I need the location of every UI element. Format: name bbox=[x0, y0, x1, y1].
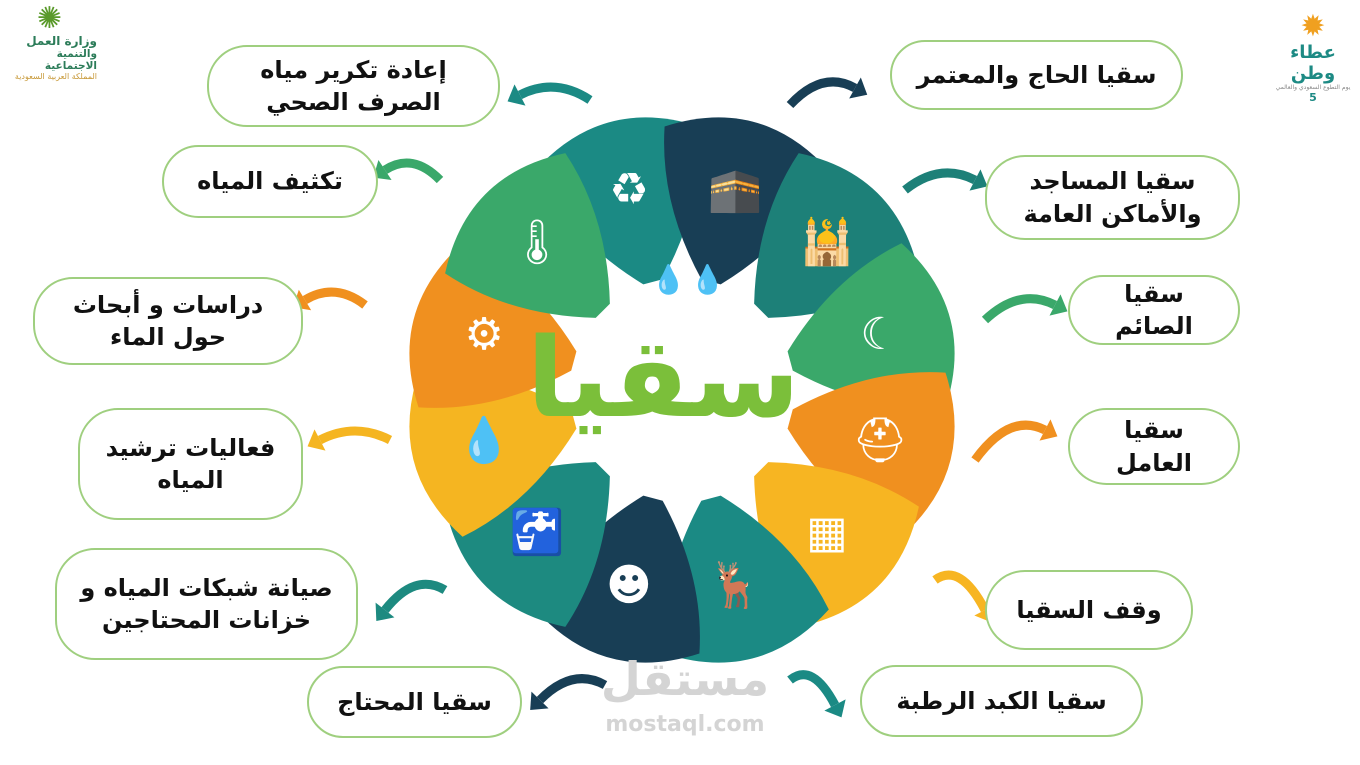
label-box: سقيا المحتاج bbox=[307, 666, 522, 738]
worker-icon: ⛑ bbox=[852, 415, 908, 467]
arrowhead-icon bbox=[824, 699, 846, 718]
label-line: وقف السقيا bbox=[1016, 595, 1162, 624]
needy-person-icon: ☻ bbox=[606, 560, 652, 611]
arrowhead-icon bbox=[373, 159, 392, 181]
petal bbox=[787, 243, 955, 408]
arrow-icon bbox=[317, 426, 393, 445]
arrow-icon bbox=[381, 579, 448, 613]
ataa-watan-subtitle: يوم التطوع السعودي والعالمي bbox=[1275, 84, 1351, 91]
label-line: سقيا المحتاج bbox=[337, 687, 492, 716]
label-line: سقيا الكبد الرطبة bbox=[896, 686, 1107, 715]
arrow-icon bbox=[932, 570, 989, 613]
arrow-icon bbox=[902, 168, 978, 194]
petal bbox=[664, 495, 829, 663]
label-line: صيانة شبكات المياه و bbox=[80, 573, 333, 602]
label-box: سقيا الكبد الرطبة bbox=[860, 665, 1143, 737]
label-line: الصرف الصحي bbox=[266, 88, 441, 116]
ministry-name-line1: وزارة العمل bbox=[26, 34, 97, 48]
arrowhead-icon bbox=[530, 691, 549, 710]
label-box: سقيا العامل bbox=[1068, 408, 1240, 485]
arrowhead-icon bbox=[1049, 294, 1068, 316]
petal bbox=[535, 117, 700, 285]
building-icon: ▦ bbox=[806, 506, 848, 558]
label-line: سقيا الحاج والمعتمر bbox=[916, 60, 1157, 89]
ataa-watan-logo: ✹ عطاء وطن يوم التطوع السعودي والعالمي 5 bbox=[1268, 9, 1358, 105]
label-box: سقيا المساجد والأماكن العامة bbox=[985, 155, 1240, 240]
petal bbox=[664, 117, 829, 285]
label-box: سقيا الحاج والمعتمر bbox=[890, 40, 1183, 110]
ataa-watan-title: عطاء وطن bbox=[1290, 42, 1336, 84]
label-box: صيانة شبكات المياه و خزانات المحتاجين bbox=[55, 548, 358, 660]
water-drops-icon: 💧 bbox=[456, 415, 512, 467]
label-line: حول الماء bbox=[109, 323, 227, 351]
label-line: سقيا المساجد bbox=[1029, 167, 1196, 196]
label-box: وقف السقيا bbox=[985, 570, 1193, 650]
label-line: تكثيف المياه bbox=[197, 167, 343, 196]
iftar-lantern-icon: ☾ bbox=[860, 308, 900, 360]
label-box: سقيا الصائم bbox=[1068, 275, 1240, 345]
ministry-country: المملكة العربية السعودية bbox=[14, 72, 97, 81]
label-box: فعاليات ترشيد المياه bbox=[78, 408, 303, 520]
label-line: فعاليات ترشيد bbox=[105, 433, 276, 462]
petal bbox=[409, 372, 577, 537]
arrow-icon bbox=[382, 158, 444, 184]
research-document-icon: ⚙ bbox=[464, 308, 504, 360]
petal bbox=[535, 495, 700, 663]
label-box: تكثيف المياه bbox=[162, 145, 378, 218]
label-line: سقيا العامل bbox=[1115, 416, 1193, 477]
label-line: المياه bbox=[157, 466, 224, 494]
arrow-icon bbox=[536, 674, 608, 704]
arrowhead-icon bbox=[849, 77, 868, 99]
label-line: سقيا الصائم bbox=[1115, 279, 1193, 340]
ministry-logo: ✺ وزارة العمل والتنمية الاجتماعية المملك… bbox=[2, 1, 97, 82]
label-line: إعادة تكرير مياه bbox=[260, 55, 447, 84]
ministry-name-line2: والتنمية الاجتماعية bbox=[44, 48, 97, 72]
palm-icon: ✺ bbox=[36, 1, 63, 36]
arrowhead-icon bbox=[307, 429, 326, 451]
label-line: دراسات و أبحاث bbox=[72, 290, 264, 319]
center-title-text: سقيا bbox=[526, 314, 800, 443]
arrowhead-icon bbox=[969, 169, 988, 191]
arrow-icon bbox=[786, 77, 858, 109]
sunburst-icon: ✹ bbox=[1300, 9, 1326, 44]
watermark: مستقل mostaql.com bbox=[590, 648, 780, 738]
petal bbox=[445, 153, 610, 318]
label-line: والأماكن العامة bbox=[1023, 199, 1202, 228]
watermark-latin: mostaql.com bbox=[605, 712, 765, 738]
arrowhead-icon bbox=[375, 602, 395, 621]
label-box: دراسات و أبحاث حول الماء bbox=[33, 277, 303, 365]
mosque-icon: 🕌 bbox=[799, 217, 855, 269]
label-box: إعادة تكرير مياه الصرف الصحي bbox=[207, 45, 500, 127]
thermometer-weather-icon: 🌡 bbox=[509, 217, 565, 269]
watermark-arabic: مستقل bbox=[600, 652, 770, 706]
arrow-icon bbox=[981, 294, 1058, 324]
center-title: 💧💧 سقيا bbox=[526, 262, 800, 453]
arrow-icon bbox=[971, 420, 1048, 463]
arrow-icon bbox=[517, 82, 593, 104]
arrow-icon bbox=[787, 670, 839, 708]
label-line: خزانات المحتاجين bbox=[101, 606, 312, 634]
kaaba-pilgrim-icon: 🕋 bbox=[707, 163, 763, 215]
ataa-watan-number: 5 bbox=[1309, 91, 1317, 104]
arrowhead-icon bbox=[1039, 419, 1058, 441]
water-drops-icon: 💧💧 bbox=[651, 263, 729, 296]
tap-hand-icon: 🚰 bbox=[509, 506, 565, 558]
recycle-water-icon: ♻ bbox=[609, 163, 649, 215]
petal bbox=[409, 243, 577, 408]
arrow-icon bbox=[302, 287, 368, 309]
petal bbox=[787, 372, 955, 537]
animals-icon: 🦌 bbox=[707, 560, 763, 611]
arrowhead-icon bbox=[507, 84, 526, 106]
